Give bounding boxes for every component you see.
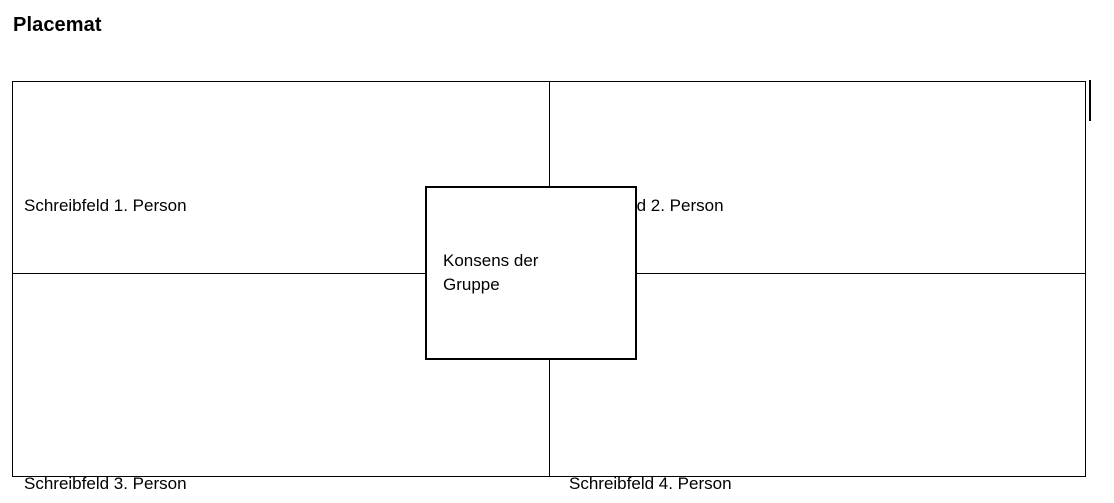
edge-mark-artifact xyxy=(1089,80,1091,121)
quadrant-label-person-1: Schreibfeld 1. Person xyxy=(24,196,187,215)
quadrant-label-person-4: Schreibfeld 4. Person xyxy=(569,474,732,493)
page-title: Placemat xyxy=(13,14,102,36)
quadrant-label-person-3: Schreibfeld 3. Person xyxy=(24,474,187,493)
center-consensus-label: Konsens der Gruppe xyxy=(443,251,539,294)
placemat-diagram: Schreibfeld 1. Person Schreibfeld 2. Per… xyxy=(12,81,1086,493)
center-consensus-box: Konsens der Gruppe xyxy=(425,186,637,360)
